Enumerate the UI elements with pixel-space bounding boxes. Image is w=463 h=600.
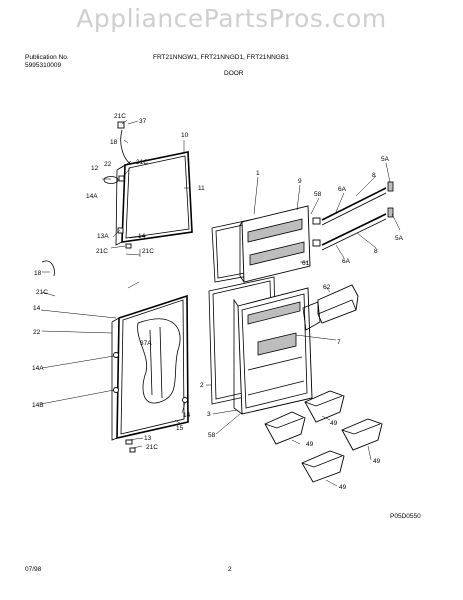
callout-5a: 5A [381,156,390,163]
handle-cap-12 [103,176,119,184]
callout-14: 14 [138,233,146,240]
section-title: DOOR [224,70,244,77]
fresh-food-door-edge [111,317,120,441]
callout-5a: 5A [395,235,404,242]
rail-end-cap-5a-upper [387,181,394,192]
callout-49: 49 [330,420,338,427]
callout-14a: 14A [86,193,98,200]
hinge-screw-21c [117,121,125,129]
callout-9: 9 [298,178,302,185]
callout-49: 49 [373,458,381,465]
bin-end-61 [302,301,321,331]
callout-49: 49 [339,484,347,491]
callout-21c: 21C [96,248,108,255]
bottom-hinge-13 [125,439,133,445]
door-bin-49-d [301,450,345,483]
callout-8: 8 [372,172,376,179]
fresh-food-door-assembly [41,260,189,453]
callout-13: 13 [144,435,152,442]
callout-1: 1 [256,170,260,177]
door-liner-37a [137,318,181,404]
publication-label: Publication No. [25,54,69,61]
callout-37: 37 [139,118,147,125]
callout-14a: 14A [32,365,44,372]
door-stop-13a [117,227,124,234]
freezer-door-gasket-line [125,155,190,239]
liner-channel [149,326,163,399]
shelf-rail-8-lower [321,213,387,246]
freezer-shelf-upper [247,218,303,243]
door-bin-49-b [264,411,306,445]
fresh-food-harness-18 [41,260,55,277]
callout-22: 22 [33,329,41,336]
callout-21c: 21C [142,248,154,255]
callout-6a: 6A [342,258,351,265]
callout-10: 10 [181,132,189,139]
callout-7: 7 [337,339,341,346]
model-numbers: FRT21NNGW1, FRT21NNGD1, FRT21NNGB1 [153,54,289,61]
callout-22: 22 [104,161,112,168]
door-stop-14-right [182,397,188,403]
door-stop-14b [113,387,119,393]
door-stop-14a-lower [113,352,119,358]
callout-14: 14 [183,412,191,419]
callout-11: 11 [198,185,205,192]
callout-49: 49 [306,441,314,448]
footer-date: 07/98 [25,566,42,573]
callout-14: 14 [33,305,41,312]
fresh-food-inner-door-3 [233,287,313,415]
callout-37a: 37A [140,340,152,347]
bottom-screw-21c [125,243,132,249]
dairy-compartment [247,301,301,325]
callout-labels: 21C 37 18 10 21C 12 22 14A 11 13A 14 21C… [32,113,404,491]
publication-number: 5995310009 [25,62,62,69]
door-bin-49-c [341,418,383,451]
rail-end-cap-6a-lower [312,239,321,247]
figure-code: P05D0550 [390,513,421,520]
freezer-door-panel [121,151,193,243]
door-bin-7 [257,332,297,356]
callout-18: 18 [110,139,118,146]
fresh-food-door-gasket-line [120,299,185,435]
callout-21c: 21C [146,444,158,451]
callout-3: 3 [207,411,211,418]
callout-58: 58 [208,432,216,439]
callout-21c: 21C [36,289,48,296]
callout-12: 12 [91,165,99,172]
callout-21c: 21C [136,159,148,166]
shelf-rail-8-upper [321,187,387,221]
fresh-food-door-panel [116,294,189,440]
freezer-door-harness-18 [120,129,132,165]
freezer-inner-door-9 [239,205,311,283]
rail-end-cap-6a-upper [312,217,321,225]
callout-58: 58 [314,191,322,198]
callout-8: 8 [374,248,378,255]
footer-page-number: 2 [228,566,232,573]
bottom-screw-21c-lower [129,447,136,453]
callout-18: 18 [34,270,42,277]
callout-2: 2 [200,382,204,389]
callout-15: 15 [176,425,184,432]
callout-13a: 13A [97,233,109,240]
callout-21c: 21C [114,113,126,120]
watermark-text: AppliancePartsPros.com [76,4,387,33]
door-stop-14a [118,175,125,182]
callout-61: 61 [302,260,310,267]
freezer-door-assembly [103,121,193,249]
callout-14b: 14B [32,402,44,409]
freezer-shelf-lower [249,241,305,266]
rail-end-cap-5a-lower [387,207,394,218]
callout-6a: 6A [338,186,347,193]
callout-62: 62 [323,284,331,291]
